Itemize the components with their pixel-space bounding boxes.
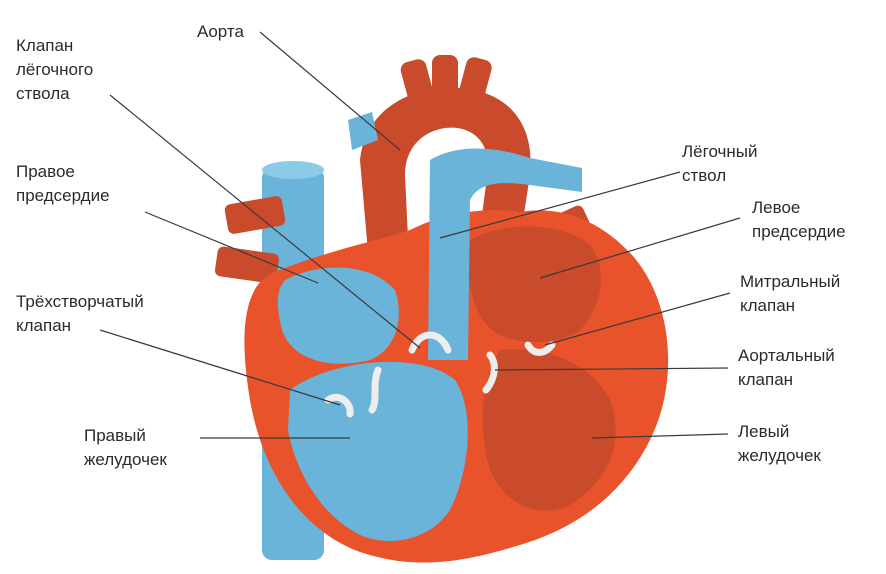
label-right-ventricle: Правый желудочек [84, 424, 167, 472]
label-mitral-valve-line-1: Митральный [740, 270, 840, 294]
label-pulmonary-valve-line-3: ствола [16, 82, 93, 106]
label-pulmonary-trunk-line-1: Лёгочный [682, 140, 757, 164]
label-pulmonary-valve-line-1: Клапан [16, 34, 93, 58]
label-aortic-valve-line-2: клапан [738, 368, 835, 392]
label-tricuspid-valve-line-1: Трёхстворчатый [16, 290, 144, 314]
label-right-atrium-line-1: Правое [16, 160, 110, 184]
label-tricuspid-valve-line-2: клапан [16, 314, 144, 338]
label-left-atrium: Левое предсердие [752, 196, 846, 244]
label-mitral-valve-line-2: клапан [740, 294, 840, 318]
label-right-ventricle-line-1: Правый [84, 424, 167, 448]
label-tricuspid-valve: Трёхстворчатый клапан [16, 290, 144, 338]
label-aorta: Аорта [197, 20, 244, 44]
label-pulmonary-trunk: Лёгочный ствол [682, 140, 757, 188]
label-left-ventricle-line-1: Левый [738, 420, 821, 444]
label-aorta-line-1: Аорта [197, 20, 244, 44]
label-left-ventricle-line-2: желудочек [738, 444, 821, 468]
label-left-atrium-line-2: предсердие [752, 220, 846, 244]
label-right-ventricle-line-2: желудочек [84, 448, 167, 472]
label-left-atrium-line-1: Левое [752, 196, 846, 220]
label-right-atrium-line-2: предсердие [16, 184, 110, 208]
label-aortic-valve-line-1: Аортальный [738, 344, 835, 368]
label-right-atrium: Правое предсердие [16, 160, 110, 208]
label-left-ventricle: Левый желудочек [738, 420, 821, 468]
label-pulmonary-valve-line-2: лёгочного [16, 58, 93, 82]
label-mitral-valve: Митральный клапан [740, 270, 840, 318]
label-pulmonary-trunk-line-2: ствол [682, 164, 757, 188]
label-pulmonary-valve: Клапан лёгочного ствола [16, 34, 93, 106]
label-aortic-valve: Аортальный клапан [738, 344, 835, 392]
